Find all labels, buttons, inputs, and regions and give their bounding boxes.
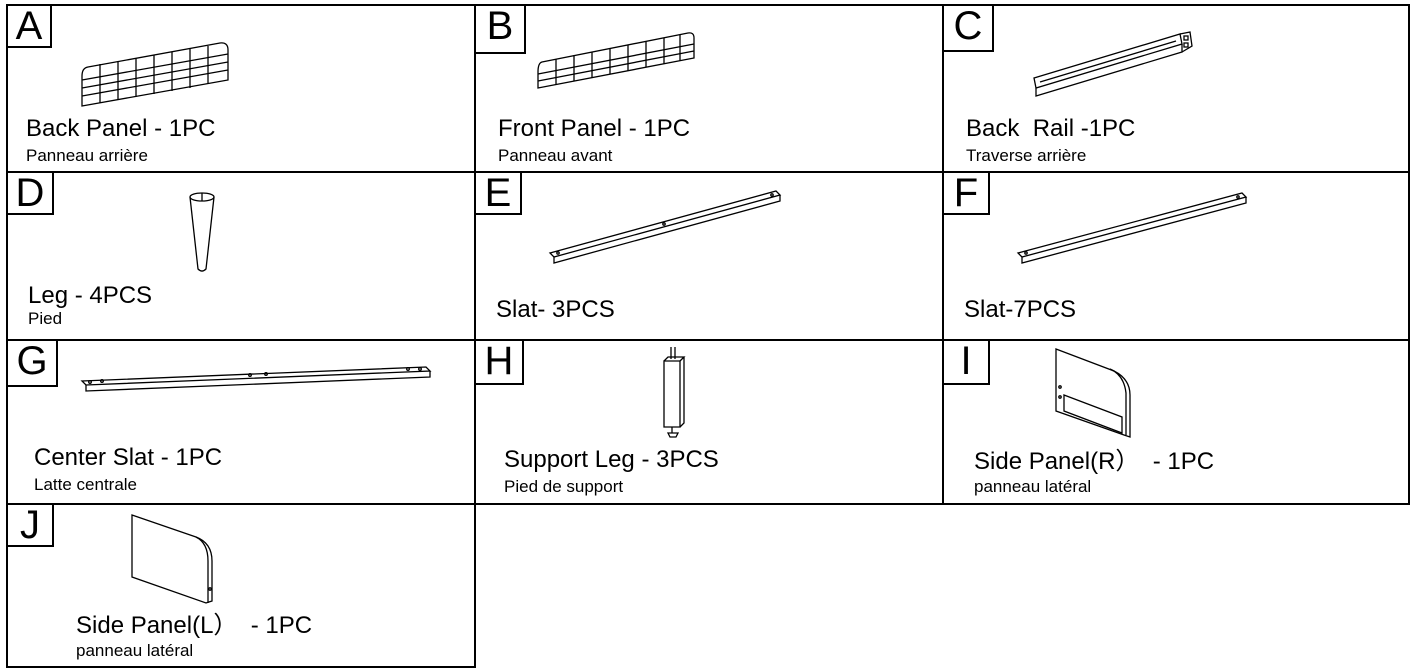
part-cell-e: E Slat- 3PCS [474,171,944,341]
part-letter: B [474,4,526,54]
side-panel-right-illustration [1055,348,1131,438]
part-cell-a: A Back Panel - 1PC Panneau arrière [6,4,476,173]
part-french-name: panneau latéral [76,641,194,660]
part-french-name: panneau latéral [974,477,1092,496]
part-french-name: Pied [28,309,63,328]
slat-short-illustration [548,190,782,264]
part-letter: D [6,171,54,215]
part-french-name: Pied de support [504,477,624,496]
leg-illustration [189,192,215,272]
part-name: Support Leg - 3PCS [504,446,719,473]
part-name: Side Panel(L） - 1PC [76,612,313,639]
front-panel-illustration [537,32,695,89]
back-rail-illustration [1033,31,1193,97]
part-letter: F [942,171,990,215]
part-letter: C [942,4,994,52]
part-name: Center Slat - 1PC [34,444,223,471]
center-slat-illustration [80,366,432,392]
part-cell-g: G Center Slat - 1PC Latte centrale [6,339,476,505]
part-french-name: Traverse arrière [966,146,1087,165]
part-french-name: Latte centrale [34,475,138,494]
part-cell-h: H Support Leg - 3PCS Pied de support [474,339,944,505]
part-cell-j: J Side Panel(L） - 1PC panneau latéral [6,503,476,668]
part-letter: E [474,171,522,215]
part-name: Front Panel - 1PC [498,115,691,142]
part-letter: I [942,339,990,385]
part-french-name: Panneau avant [498,146,613,165]
part-letter: H [474,339,524,385]
part-letter: J [6,503,54,547]
slat-long-illustration [1016,192,1248,264]
part-name: Leg - 4PCS [28,282,153,309]
part-letter: G [6,339,58,387]
part-letter: A [6,4,52,48]
part-name: Slat-7PCS [964,296,1077,323]
part-name: Back Panel - 1PC [26,115,216,142]
part-name: Slat- 3PCS [496,296,615,323]
back-panel-illustration [81,42,229,107]
part-name: Side Panel(R） - 1PC [974,448,1215,475]
part-french-name: Panneau arrière [26,146,148,165]
part-cell-b: B Front Panel - 1PC Panneau avant [474,4,944,173]
part-name: Back Rail -1PC [966,115,1136,142]
part-cell-c: C Back Rail -1PC Traverse arrière [942,4,1410,173]
part-cell-f: F Slat-7PCS [942,171,1410,341]
support-leg-illustration [663,347,686,438]
side-panel-left-illustration [131,514,213,604]
part-cell-d: D Leg - 4PCS Pied [6,171,476,341]
part-cell-i: I Side Panel(R） - 1PC panneau latéral [942,339,1410,505]
